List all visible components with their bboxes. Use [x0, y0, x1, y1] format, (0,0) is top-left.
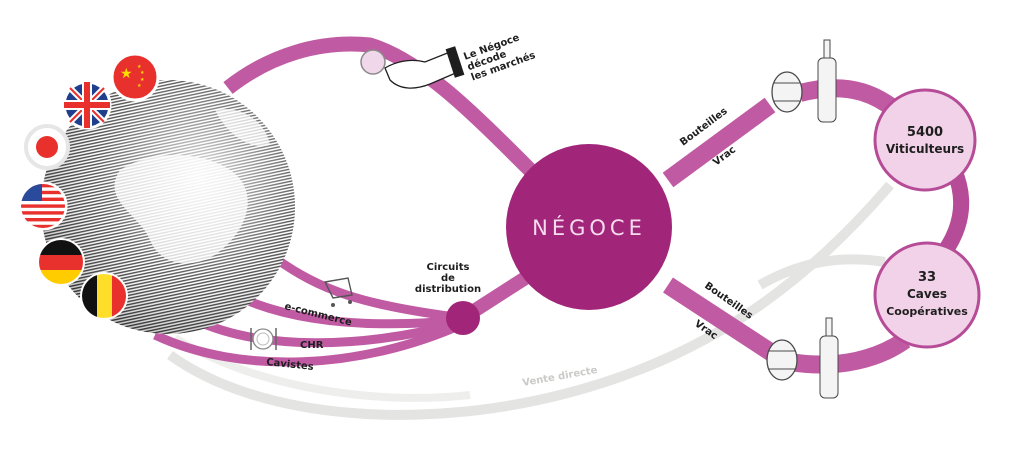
flag-usa-icon [18, 181, 68, 231]
negoce-hub: NÉGOCE [506, 144, 672, 310]
plate-cutlery-icon [250, 328, 277, 350]
svg-text:Circuits: Circuits [427, 262, 470, 273]
flag-germany-icon [37, 238, 85, 286]
channel-chr-label: CHR [300, 340, 324, 351]
flag-china-icon: ★ ★ ★ ★ ★ [110, 52, 160, 102]
hand-magnifier-icon [360, 46, 465, 89]
node-viticulteurs: 5400 Viticulteurs [873, 88, 977, 192]
market-flags: ★ ★ ★ ★ ★ [18, 52, 160, 320]
barrel-icon [771, 71, 803, 113]
world-globe-illustration [41, 80, 295, 334]
node-caves-cooperatives: 33 Caves Coopératives [873, 241, 981, 349]
svg-text:5400: 5400 [907, 125, 943, 140]
svg-text:33: 33 [918, 270, 936, 285]
svg-text:★: ★ [137, 83, 142, 89]
barrel-icon [766, 339, 798, 381]
flag-belgium-icon [80, 272, 128, 320]
flag-japan-icon [24, 124, 70, 170]
svg-text:Caves: Caves [907, 287, 947, 301]
svg-text:distribution: distribution [415, 284, 481, 295]
svg-text:Coopératives: Coopératives [886, 305, 968, 318]
svg-text:Viticulteurs: Viticulteurs [886, 142, 964, 156]
wine-bottle-icon [819, 317, 839, 399]
distribution-hub: Circuits de distribution [415, 262, 481, 335]
svg-text:★: ★ [140, 70, 145, 76]
flag-uk-icon [62, 80, 112, 130]
hub-label: NÉGOCE [532, 215, 646, 240]
svg-text:★: ★ [120, 66, 133, 82]
svg-text:★: ★ [137, 64, 142, 70]
svg-text:de: de [441, 273, 455, 284]
market-insight-flow [223, 36, 536, 176]
shopping-cart-icon [323, 277, 353, 307]
annotation-negoce-decodes-markets: Le Négoce décode les marchés [462, 31, 537, 83]
channel-cavistes-label: Cavistes [266, 357, 314, 373]
wine-bottle-icon [817, 39, 837, 123]
svg-text:★: ★ [140, 77, 145, 83]
